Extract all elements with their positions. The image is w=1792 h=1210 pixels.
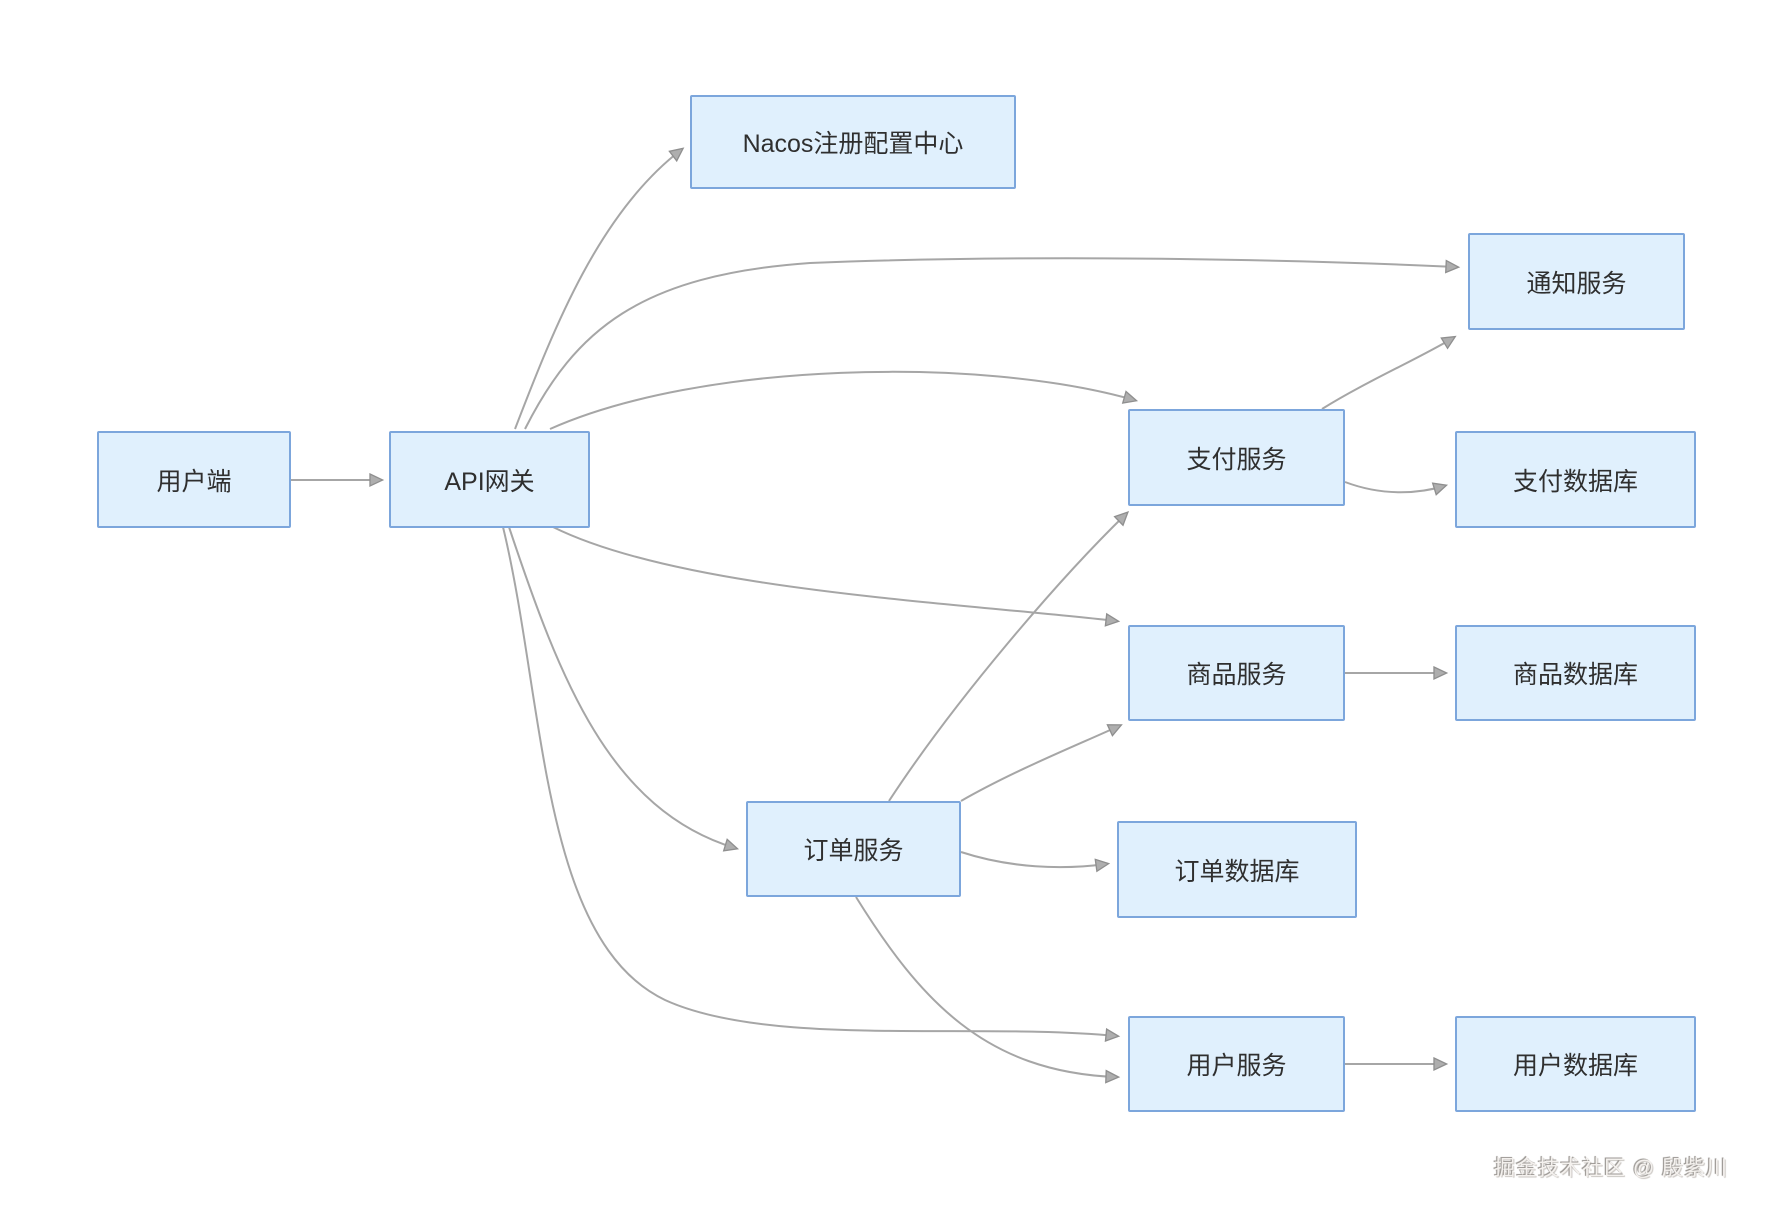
- node-api-gateway: API网关: [389, 431, 590, 528]
- node-api-gateway-label: API网关: [444, 467, 535, 496]
- node-goods-db: 商品数据库: [1455, 625, 1696, 721]
- edge-api-gateway-to-nacos: [514, 147, 685, 430]
- node-user-client-label: 用户端: [156, 467, 232, 496]
- node-order-service-label: 订单服务: [803, 837, 904, 865]
- node-order-service: 订单服务: [746, 801, 961, 897]
- node-notify-service: 通知服务: [1468, 233, 1685, 330]
- edge-api-gateway-to-user-service: [502, 526, 1121, 1042]
- node-user-db: 用户数据库: [1455, 1016, 1696, 1112]
- node-user-service-label: 用户服务: [1186, 1052, 1287, 1080]
- node-order-db: 订单数据库: [1117, 821, 1357, 918]
- edge-api-gateway-to-goods-service: [552, 526, 1121, 627]
- node-pay-service: 支付服务: [1128, 409, 1345, 506]
- node-order-db-label: 订单数据库: [1174, 857, 1300, 886]
- edge-order-service-to-goods-service: [960, 724, 1123, 802]
- node-goods-service: 商品服务: [1128, 625, 1345, 721]
- node-notify-service-label: 通知服务: [1526, 269, 1627, 298]
- node-pay-service-label: 支付服务: [1186, 445, 1287, 474]
- edge-order-service-to-order-db: [960, 851, 1111, 873]
- edge-api-gateway-to-notify-service: [524, 257, 1461, 430]
- node-user-db-label: 用户数据库: [1512, 1052, 1638, 1080]
- node-user-service: 用户服务: [1128, 1016, 1345, 1112]
- edge-api-gateway-to-pay-service: [549, 370, 1139, 430]
- watermark: 掘金技术社区 @ 殷紫川: [1494, 1157, 1728, 1180]
- edge-pay-service-to-pay-db: [1344, 481, 1449, 496]
- edge-order-service-to-pay-service: [888, 511, 1130, 802]
- node-pay-db-label: 支付数据库: [1512, 467, 1638, 496]
- node-user-client: 用户端: [97, 431, 291, 528]
- edge-pay-service-to-notify-service: [1321, 335, 1457, 410]
- node-goods-service-label: 商品服务: [1186, 661, 1287, 689]
- node-nacos: Nacos注册配置中心: [690, 95, 1016, 189]
- node-goods-db-label: 商品数据库: [1512, 661, 1638, 689]
- node-nacos-label: Nacos注册配置中心: [742, 130, 964, 158]
- edge-order-service-to-user-service: [855, 896, 1121, 1084]
- node-pay-db: 支付数据库: [1455, 431, 1696, 528]
- edge-api-gateway-to-order-service: [508, 526, 740, 852]
